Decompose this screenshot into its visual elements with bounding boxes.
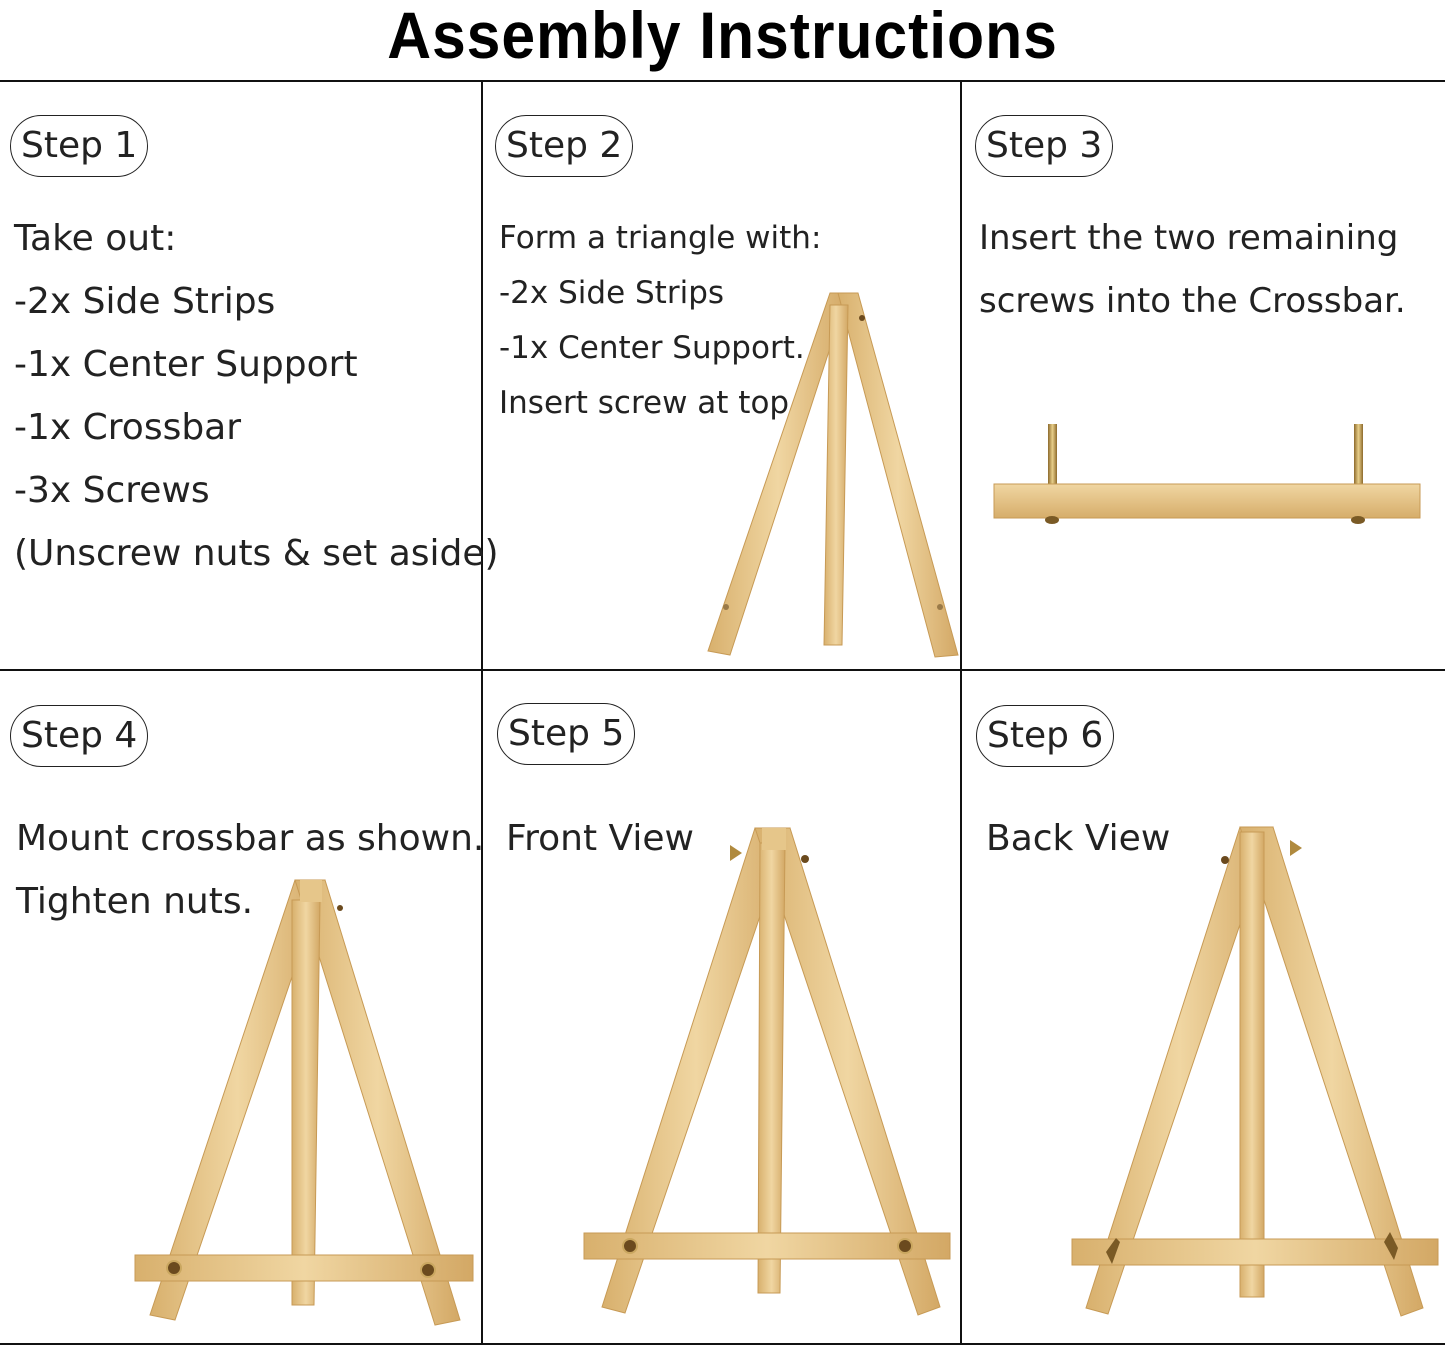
step-3-line-1: Insert the two remaining	[979, 218, 1399, 258]
step-2-line-4: Insert screw at top.	[499, 385, 799, 421]
step-5-badge: Step 5	[497, 703, 636, 765]
step-1-line-6: (Unscrew nuts & set aside)	[14, 533, 499, 574]
grid-line-middle	[0, 669, 1445, 671]
step-1-line-1: Take out:	[14, 218, 177, 259]
easel-assembled-icon	[134, 879, 474, 1326]
step-6-badge: Step 6	[976, 705, 1115, 767]
step-1-line-4: -1x Crossbar	[14, 407, 242, 448]
grid-line-bottom	[0, 1343, 1445, 1345]
step-1-line-3: -1x Center Support	[14, 344, 358, 385]
step-1-line-5: -3x Screws	[14, 470, 210, 511]
step-2-badge: Step 2	[495, 115, 634, 177]
step-2-line-3: -1x Center Support.	[499, 330, 805, 366]
step-3-badge: Step 3	[975, 115, 1114, 177]
step-5-line-1: Front View	[506, 818, 694, 859]
step-4-line-1: Mount crossbar as shown.	[16, 818, 485, 859]
step-2-line-1: Form a triangle with:	[499, 220, 822, 256]
step-2-line-2: -2x Side Strips	[499, 275, 725, 311]
step-6-line-1: Back View	[986, 818, 1171, 859]
easel-front-view-icon	[583, 827, 951, 1316]
grid-line-top	[0, 80, 1445, 82]
easel-back-view-icon	[1071, 826, 1439, 1317]
grid-line-col1	[481, 80, 483, 1345]
step-1-badge: Step 1	[10, 115, 149, 177]
crossbar-screws-icon	[993, 424, 1421, 524]
step-3-line-2: screws into the Crossbar.	[979, 281, 1406, 321]
step-1-line-2: -2x Side Strips	[14, 281, 276, 322]
grid-line-col2	[960, 80, 962, 1345]
page-title: Assembly Instructions	[387, 0, 1058, 72]
triangle-frame-icon	[707, 292, 959, 658]
step-4-line-2: Tighten nuts.	[16, 881, 254, 922]
step-4-badge: Step 4	[10, 705, 149, 767]
